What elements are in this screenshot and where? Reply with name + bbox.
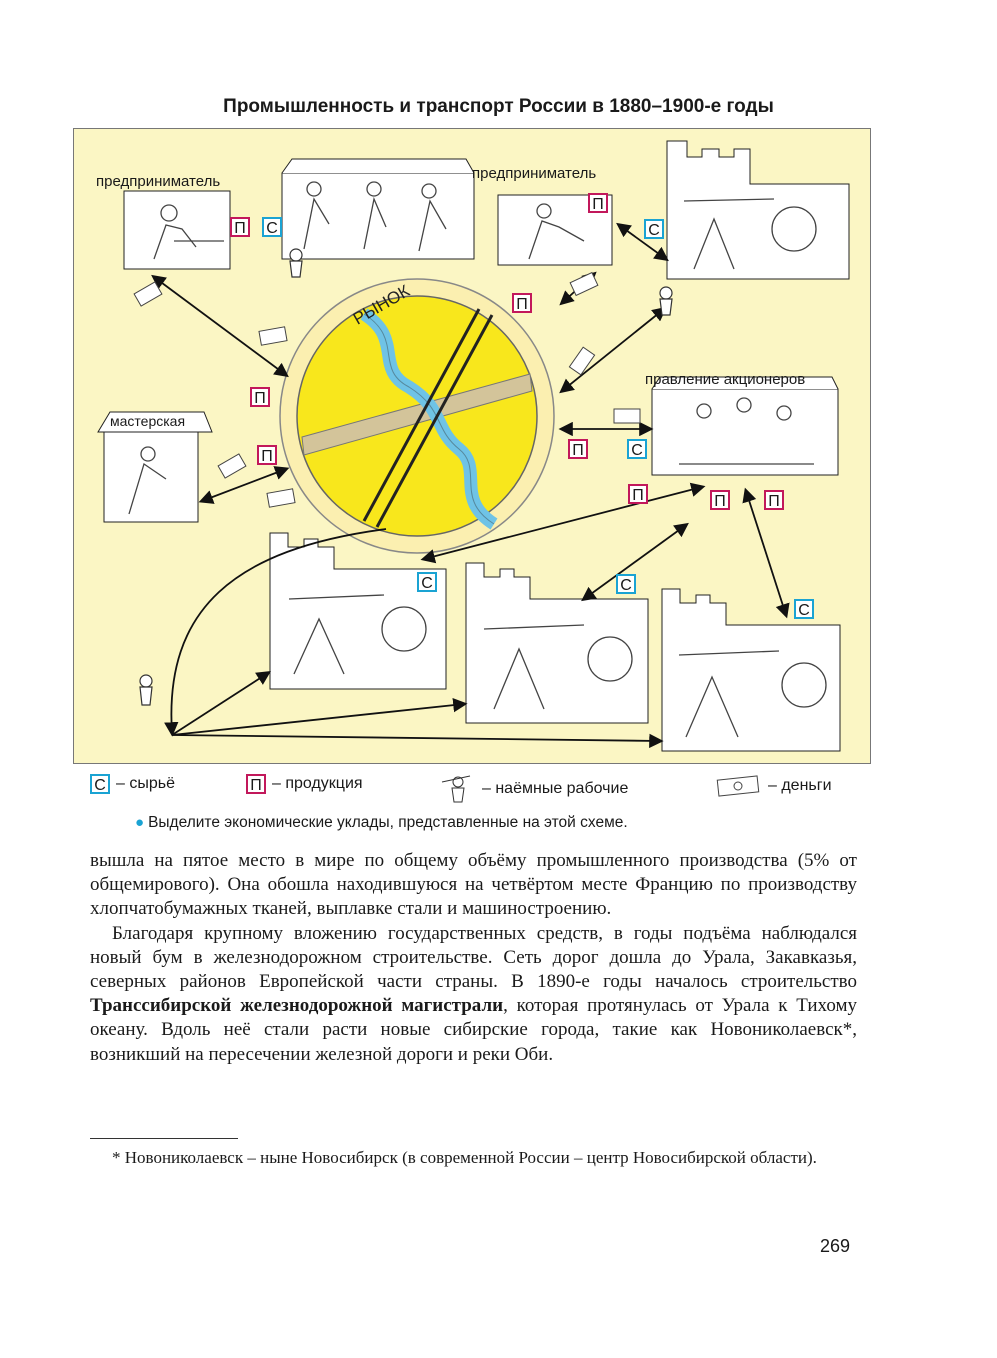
paragraph-2-end: , которая протянулась от Урала к Тихому … (90, 995, 857, 1065)
badge-product: П (568, 439, 588, 459)
legend-raw-badge: С (90, 774, 110, 794)
worker-icons (139, 248, 673, 706)
label-workshop: мастерская (110, 413, 186, 429)
label-entrepreneur-1: предприниматель (96, 173, 221, 190)
badge-product: П (257, 445, 277, 465)
board-box (651, 376, 839, 476)
legend-raw: С – сырьё (90, 774, 175, 794)
badge-product: П (230, 217, 250, 237)
worker-icon (441, 775, 471, 803)
figure-title: Промышленность и транспорт России в 1880… (223, 96, 774, 117)
badge-raw: С (262, 217, 282, 237)
footnote: * Новониколаевск – ныне Новосибирск (в с… (112, 1148, 817, 1167)
paragraph-2-bold: Транссибирской железнодорожной магистрал… (90, 995, 504, 1017)
paragraph-2: Благодаря крупному вложению государствен… (90, 922, 857, 1067)
diagram-drawing: РЫНОК (97, 140, 850, 752)
badge-product: П (250, 387, 270, 407)
legend-money-text: – деньги (768, 777, 832, 794)
factory-bottom-middle (465, 562, 649, 724)
entrepreneur-1-box (123, 158, 475, 270)
badge-raw: С (644, 219, 664, 239)
factory-bottom-left (269, 532, 447, 690)
footnote-divider (90, 1138, 238, 1139)
badge-raw: С (627, 439, 647, 459)
label-board: правление акционеров (645, 371, 806, 388)
page-number: 269 (820, 1236, 851, 1256)
legend-workers-text: – наёмные рабочие (482, 780, 629, 797)
market-circle (279, 278, 555, 554)
badge-raw: С (616, 574, 636, 594)
question-text: Выделите экономические уклады, представл… (148, 814, 628, 831)
question: ●Выделите экономические уклады, представ… (135, 814, 628, 832)
money-icons (133, 271, 641, 508)
bullet-icon: ● (135, 814, 145, 831)
badge-product: П (512, 293, 532, 313)
legend-product-badge: П (246, 774, 266, 794)
legend-money: – деньги (714, 774, 832, 798)
badge-product: П (710, 490, 730, 510)
money-icon (716, 775, 760, 797)
legend-workers: – наёмные рабочие (440, 774, 628, 804)
legend-product-text: – продукция (272, 775, 363, 792)
legend-product: П – продукция (246, 774, 363, 794)
economy-diagram: РЫНОК (73, 128, 871, 764)
badge-product: П (628, 484, 648, 504)
paragraph-2-start: Благодаря крупному вложению государствен… (90, 922, 857, 993)
badge-raw: С (417, 572, 437, 592)
paragraph-1: вышла на пятое место в мире по общему об… (90, 850, 857, 920)
badge-product: П (764, 490, 784, 510)
factory-top-right (666, 140, 850, 280)
body-text: вышла на пятое место в мире по общему об… (90, 849, 857, 1067)
label-entrepreneur-2: предприниматель (472, 165, 597, 182)
badge-raw: С (794, 599, 814, 619)
legend-raw-text: – сырьё (116, 775, 175, 792)
badge-product: П (588, 193, 608, 213)
